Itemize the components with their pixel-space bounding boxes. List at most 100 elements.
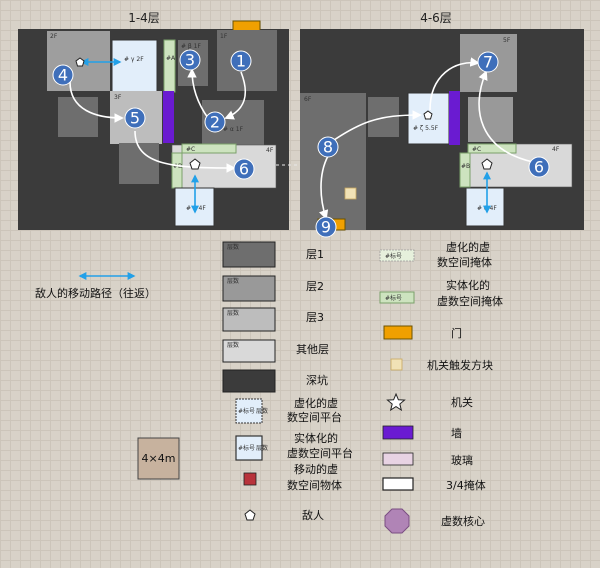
marker-2 bbox=[204, 111, 226, 133]
right-markers: 7 8 6 9 bbox=[315, 51, 550, 238]
legend-virtual-platform-layer: 层数 bbox=[256, 407, 268, 415]
marker-6-left bbox=[233, 158, 255, 180]
marker-9-label: 9 bbox=[321, 218, 331, 237]
gamma-platform-label: # γ 2F bbox=[124, 56, 144, 63]
right-mask-c-label: #C bbox=[472, 146, 481, 153]
legend-other-tag: 层数 bbox=[227, 341, 239, 349]
marker-8-label: 8 bbox=[323, 138, 333, 157]
legend-floor3-tag: 层数 bbox=[227, 309, 239, 317]
legend-core-icon bbox=[384, 508, 410, 534]
marker-2-label: 2 bbox=[210, 113, 220, 132]
path-zeta-7 bbox=[429, 57, 480, 111]
legend-floor1-label: 层1 bbox=[306, 248, 324, 261]
legend-glass-swatch bbox=[382, 452, 414, 466]
legend-solid-platform-swatch bbox=[235, 435, 263, 461]
legend-moving-l2: 数空间物体 bbox=[287, 478, 342, 492]
legend-virtual-platform-swatch bbox=[235, 398, 263, 424]
left-mask-c-label: #C bbox=[186, 146, 195, 153]
legend-floor2-swatch bbox=[222, 275, 276, 302]
marker-4 bbox=[52, 64, 74, 86]
right-wall bbox=[449, 91, 460, 145]
legend-solid-platform-tag: #标号 bbox=[238, 444, 255, 452]
path-5-6 bbox=[134, 130, 236, 173]
marker-1 bbox=[230, 50, 252, 72]
marker-6-right-label: 6 bbox=[534, 158, 544, 177]
right-enemy-bottom bbox=[481, 158, 493, 170]
right-room-6f bbox=[300, 93, 366, 230]
zeta-platform-label: # ζ 5.5F bbox=[413, 125, 439, 132]
path-6-7 bbox=[478, 70, 534, 163]
right-mask-b-label: #B bbox=[461, 163, 470, 170]
legend-cover-swatch bbox=[382, 477, 414, 491]
legend-floor2-label: 层2 bbox=[306, 280, 324, 293]
legend-trigger-label: 机关触发方块 bbox=[427, 358, 493, 372]
legend-floor2-tag: 层数 bbox=[227, 277, 239, 285]
legend-door-label: 门 bbox=[451, 326, 462, 340]
legend: 敌人的移动路径（往返） 4×4m 层数 层1 层数 层2 层数 层3 层数 其他… bbox=[35, 240, 503, 534]
legend-mechanism-icon bbox=[386, 392, 406, 412]
marker-1-label: 1 bbox=[236, 52, 246, 71]
legend-other-label: 其他层 bbox=[296, 343, 329, 356]
left-mask-b bbox=[171, 152, 183, 189]
legend-moving-swatch bbox=[243, 472, 257, 486]
marker-9 bbox=[315, 216, 337, 238]
right-room-4f-label: 4F bbox=[552, 146, 560, 153]
legend-solid-platform-l2: 虚数空间平台 bbox=[287, 446, 353, 460]
left-mask-b-label: #B bbox=[173, 163, 182, 170]
legend-solid-mask-tag: #标号 bbox=[385, 294, 402, 302]
legend-floor3-swatch bbox=[222, 307, 276, 332]
legend-floor1-tag: 层数 bbox=[227, 243, 239, 251]
legend-virtual-platform-l2: 数空间平台 bbox=[287, 410, 342, 424]
legend-solid-mask-l2: 虚数空间掩体 bbox=[437, 294, 503, 308]
alpha-room-label: # α 1F bbox=[223, 126, 244, 133]
legend-virtual-mask-swatch bbox=[379, 249, 415, 262]
left-wall bbox=[163, 91, 174, 143]
left-enemy-bottom bbox=[189, 158, 201, 170]
right-room-6f-label: 6F bbox=[304, 96, 312, 103]
legend-moving-l1: 移动的虚 bbox=[294, 462, 338, 476]
marker-4-label: 4 bbox=[58, 66, 68, 85]
legend-solid-platform-l1: 实体化的 bbox=[294, 431, 338, 445]
legend-pit-swatch bbox=[222, 369, 276, 393]
marker-8 bbox=[317, 136, 339, 158]
legend-glass-label: 玻璃 bbox=[451, 453, 473, 467]
legend-route-label: 敌人的移动路径（往返） bbox=[35, 286, 156, 300]
beta-room-label: # β 1F bbox=[181, 43, 201, 50]
right-block-b bbox=[468, 97, 513, 142]
path-2-3 bbox=[187, 68, 209, 119]
legend-solid-platform-layer: 层数 bbox=[256, 444, 268, 452]
legend-virtual-platform-l1: 虚化的虚 bbox=[294, 396, 338, 410]
left-enemy-top bbox=[75, 57, 85, 67]
marker-3-label: 3 bbox=[185, 51, 195, 70]
right-enemy-top bbox=[423, 110, 433, 120]
size-box bbox=[137, 437, 180, 480]
left-room-1f-label: 1F bbox=[220, 33, 228, 40]
marker-5-label: 5 bbox=[130, 109, 140, 128]
left-room-3f-label: 3F bbox=[114, 94, 122, 101]
legend-pit-label: 深坑 bbox=[306, 373, 328, 387]
legend-virtual-mask-l1: 虚化的虚 bbox=[446, 240, 490, 254]
path-8-9 bbox=[319, 155, 329, 220]
marker-7-label: 7 bbox=[483, 53, 493, 72]
legend-wall-label: 墙 bbox=[451, 426, 462, 440]
gamma-platform bbox=[111, 39, 158, 93]
marker-3 bbox=[179, 49, 201, 71]
size-box-label: 4×4m bbox=[142, 452, 176, 465]
left-markers: 1 2 3 4 5 6 bbox=[52, 49, 255, 180]
marker-5 bbox=[124, 107, 146, 129]
left-delta-label: # δ 4F bbox=[186, 205, 206, 212]
legend-virtual-platform-tag: #标号 bbox=[238, 407, 255, 415]
right-panel-title: 4-6层 bbox=[420, 11, 452, 25]
legend-virtual-mask-tag: #标号 bbox=[385, 252, 402, 260]
legend-solid-mask-l1: 实体化的 bbox=[446, 278, 490, 292]
marker-6-right bbox=[528, 156, 550, 178]
left-room-4f-label: 4F bbox=[266, 147, 274, 154]
legend-trigger-swatch bbox=[390, 358, 403, 371]
legend-door-swatch bbox=[383, 325, 413, 340]
left-panel-title: 1-4层 bbox=[128, 11, 160, 25]
right-room-5f-label: 5F bbox=[503, 37, 511, 44]
right-mask-c bbox=[467, 143, 517, 154]
path-1-2 bbox=[224, 71, 247, 120]
legend-core-label: 虚数核心 bbox=[441, 514, 485, 528]
